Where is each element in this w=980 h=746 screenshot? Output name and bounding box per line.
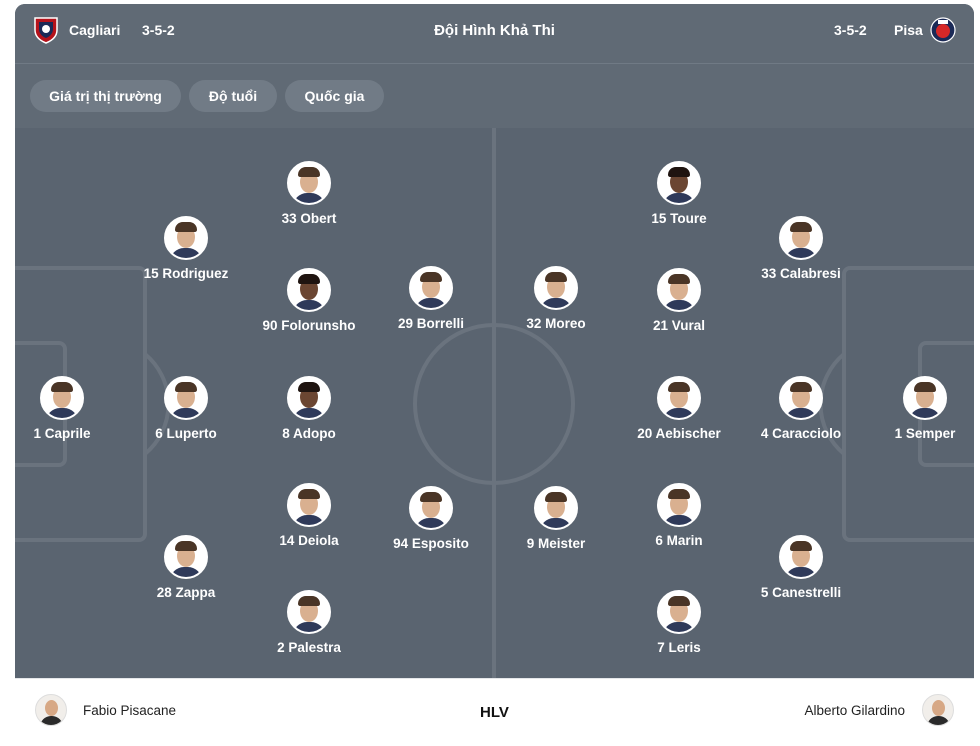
- cagliari-crest-icon: [34, 17, 58, 44]
- away-coach-avatar[interactable]: [922, 694, 954, 726]
- player-avatar: [657, 376, 701, 420]
- player-home-deiola[interactable]: 14 Deiola: [239, 483, 379, 548]
- away-team-name: Pisa: [894, 22, 923, 38]
- player-away-caracciolo[interactable]: 4 Caracciolo: [731, 376, 871, 441]
- player-avatar: [287, 376, 331, 420]
- player-avatar: [164, 376, 208, 420]
- player-label: 33 Calabresi: [761, 266, 841, 281]
- player-label: 6 Marin: [655, 533, 703, 548]
- player-avatar: [534, 486, 578, 530]
- player-home-adopo[interactable]: 8 Adopo: [239, 376, 379, 441]
- away-formation: 3-5-2: [834, 22, 867, 38]
- player-away-canestrelli[interactable]: 5 Canestrelli: [731, 535, 871, 600]
- player-away-leris[interactable]: 7 Leris: [609, 590, 749, 655]
- player-home-borrelli[interactable]: 29 Borrelli: [361, 266, 501, 331]
- player-avatar: [657, 161, 701, 205]
- player-away-moreo[interactable]: 32 Moreo: [486, 266, 626, 331]
- player-label: 32 Moreo: [526, 316, 586, 331]
- home-coach-name[interactable]: Fabio Pisacane: [83, 703, 177, 718]
- home-coach-avatar[interactable]: [35, 694, 67, 726]
- player-home-palestra[interactable]: 2 Palestra: [239, 590, 379, 655]
- player-label: 90 Folorunsho: [262, 318, 356, 333]
- player-away-aebischer[interactable]: 20 Aebischer: [609, 376, 749, 441]
- player-avatar: [779, 535, 823, 579]
- player-away-toure[interactable]: 15 Toure: [609, 161, 749, 226]
- player-avatar: [657, 590, 701, 634]
- coach-label: HLV: [480, 704, 509, 721]
- player-label: 21 Vural: [652, 318, 706, 333]
- player-label: 33 Obert: [281, 211, 337, 226]
- home-formation: 3-5-2: [142, 22, 175, 38]
- filter-age-button[interactable]: Độ tuổi: [189, 80, 277, 112]
- player-avatar: [657, 483, 701, 527]
- player-away-semper[interactable]: 1 Semper: [855, 376, 974, 441]
- away-coach-name[interactable]: Alberto Gilardino: [804, 703, 905, 718]
- player-avatar: [657, 268, 701, 312]
- player-avatar: [779, 216, 823, 260]
- player-label: 4 Caracciolo: [760, 426, 842, 441]
- player-avatar: [409, 266, 453, 310]
- player-label: 15 Rodriguez: [143, 266, 229, 281]
- player-avatar: [287, 161, 331, 205]
- player-home-esposito[interactable]: 94 Esposito: [361, 486, 501, 551]
- player-avatar: [40, 376, 84, 420]
- home-team-name: Cagliari: [69, 22, 121, 38]
- player-label: 15 Toure: [651, 211, 707, 226]
- player-away-meister[interactable]: 9 Meister: [486, 486, 626, 551]
- player-label: 9 Meister: [526, 536, 586, 551]
- pitch: 1 Caprile 6 Luperto 15 Rodriguez 28 Zapp…: [15, 128, 974, 678]
- player-avatar: [287, 590, 331, 634]
- player-label: 1 Semper: [894, 426, 956, 441]
- player-label: 8 Adopo: [282, 426, 336, 441]
- player-away-marin[interactable]: 6 Marin: [609, 483, 749, 548]
- player-away-vural[interactable]: 21 Vural: [609, 268, 749, 333]
- player-avatar: [779, 376, 823, 420]
- player-label: 6 Luperto: [155, 426, 217, 441]
- player-home-luperto[interactable]: 6 Luperto: [116, 376, 256, 441]
- player-label: 5 Canestrelli: [760, 585, 842, 600]
- player-home-obert[interactable]: 33 Obert: [239, 161, 379, 226]
- pitch-markings: [15, 128, 974, 678]
- lineup-header: Cagliari 3-5-2 Đội Hình Khả Thi 3-5-2 Pi…: [15, 4, 974, 64]
- player-home-zappa[interactable]: 28 Zappa: [116, 535, 256, 600]
- player-avatar: [164, 216, 208, 260]
- player-avatar: [164, 535, 208, 579]
- player-label: 94 Esposito: [393, 536, 469, 551]
- player-avatar: [903, 376, 947, 420]
- player-away-calabresi[interactable]: 33 Calabresi: [731, 216, 871, 281]
- player-home-rodriguez[interactable]: 15 Rodriguez: [116, 216, 256, 281]
- player-label: 1 Caprile: [33, 426, 91, 441]
- player-avatar: [287, 268, 331, 312]
- player-label: 20 Aebischer: [637, 426, 721, 441]
- pisa-crest-icon: [930, 17, 956, 43]
- player-avatar: [534, 266, 578, 310]
- player-label: 28 Zappa: [156, 585, 216, 600]
- filter-market-value-button[interactable]: Giá trị thị trường: [30, 80, 181, 112]
- filter-country-button[interactable]: Quốc gia: [285, 80, 384, 112]
- lineup-widget: Cagliari 3-5-2 Đội Hình Khả Thi 3-5-2 Pi…: [15, 4, 974, 746]
- player-label: 14 Deiola: [279, 533, 339, 548]
- filter-bar: Giá trị thị trường Độ tuổi Quốc gia: [15, 64, 974, 128]
- player-label: 29 Borrelli: [397, 316, 465, 331]
- player-home-caprile[interactable]: 1 Caprile: [15, 376, 132, 441]
- lineup-title: Đội Hình Khả Thi: [434, 22, 555, 39]
- player-label: 2 Palestra: [277, 640, 341, 655]
- player-label: 7 Leris: [657, 640, 701, 655]
- player-avatar: [409, 486, 453, 530]
- player-avatar: [287, 483, 331, 527]
- player-home-folorunsho[interactable]: 90 Folorunsho: [239, 268, 379, 333]
- coaches-bar: Fabio Pisacane HLV Alberto Gilardino: [15, 678, 974, 746]
